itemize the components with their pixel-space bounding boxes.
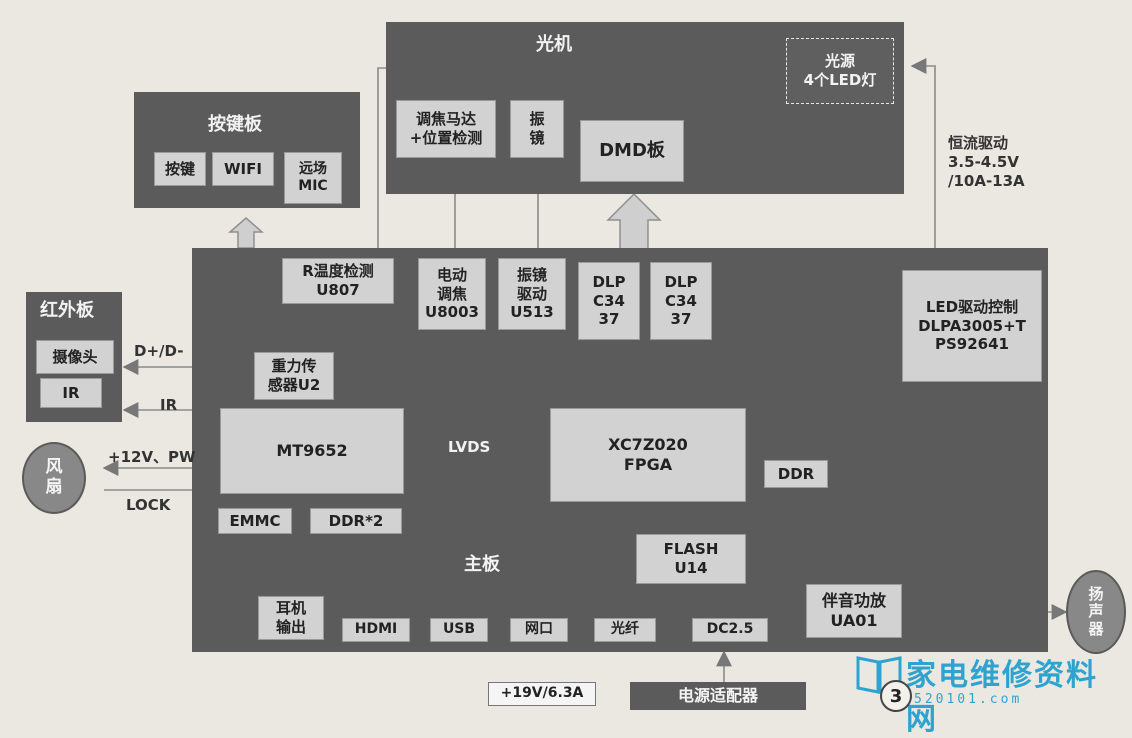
light-source: 光源 4个LED灯 [786, 38, 894, 104]
dlp-controller-2: DLP C34 37 [650, 262, 712, 340]
far-field-mic: 远场 MIC [284, 152, 342, 204]
fan: 风 扇 [22, 442, 86, 514]
arrow-to-keyboard [228, 217, 264, 249]
audio-amplifier: 伴音功放 UA01 [806, 584, 902, 638]
port-optical: 光纤 [594, 618, 656, 642]
port-headphone: 耳机 输出 [258, 596, 324, 640]
dmd-board: DMD板 [580, 120, 684, 182]
temp-sensor: R温度检测 U807 [282, 258, 394, 304]
port-dc: DC2.5 [692, 618, 768, 642]
dlp-controller-1: DLP C34 37 [578, 262, 640, 340]
flash: FLASH U14 [636, 534, 746, 584]
fpga: XC7Z020 FPGA [550, 408, 746, 502]
logo-text: 家电维修资料网 [906, 658, 1098, 737]
key-block: 按键 [154, 152, 206, 186]
signal-fan-lock: LOCK [126, 496, 171, 514]
camera-block: 摄像头 [36, 340, 114, 374]
led-driver: LED驱动控制 DLPA3005+T PS92641 [902, 270, 1042, 382]
signal-lvds: LVDS [448, 438, 491, 456]
signal-fan-power: +12V、PW [108, 448, 196, 466]
emmc: EMMC [218, 508, 292, 534]
port-lan: 网口 [510, 618, 568, 642]
ir-block: IR [40, 378, 102, 408]
soc-mt9652: MT9652 [220, 408, 404, 494]
galvo-driver-ic: 振镜 驱动 U513 [498, 258, 566, 330]
optical-engine-title: 光机 [536, 34, 572, 55]
signal-ir: IR [160, 396, 178, 414]
port-hdmi: HDMI [342, 618, 410, 642]
focus-motor: 调焦马达 +位置检测 [396, 100, 496, 158]
ddr-x2: DDR*2 [310, 508, 402, 534]
main-board-title: 主板 [464, 554, 500, 575]
page-number: 3 [880, 680, 912, 712]
signal-usb: D+/D- [134, 342, 184, 360]
power-spec: +19V/6.3A [488, 682, 596, 706]
signal-led-current: 恒流驱动 3.5-4.5V /10A-13A [948, 134, 1025, 190]
logo-url: 520101.com [914, 692, 1023, 707]
electric-focus-ic: 电动 调焦 U8003 [418, 258, 486, 330]
wire-led-current [910, 58, 936, 248]
ir-board-title: 红外板 [40, 300, 94, 321]
power-adapter: 电源适配器 [630, 682, 806, 710]
gravity-sensor: 重力传 感器U2 [254, 352, 334, 400]
fpga-ddr: DDR [764, 460, 828, 488]
port-usb: USB [430, 618, 488, 642]
wifi-block: WIFI [212, 152, 274, 186]
key-board-title: 按键板 [208, 114, 262, 135]
galvo-mirror: 振 镜 [510, 100, 564, 158]
speaker: 扬 声 器 [1066, 570, 1126, 654]
site-logo: 家电维修资料网 520101.com [856, 650, 1126, 737]
